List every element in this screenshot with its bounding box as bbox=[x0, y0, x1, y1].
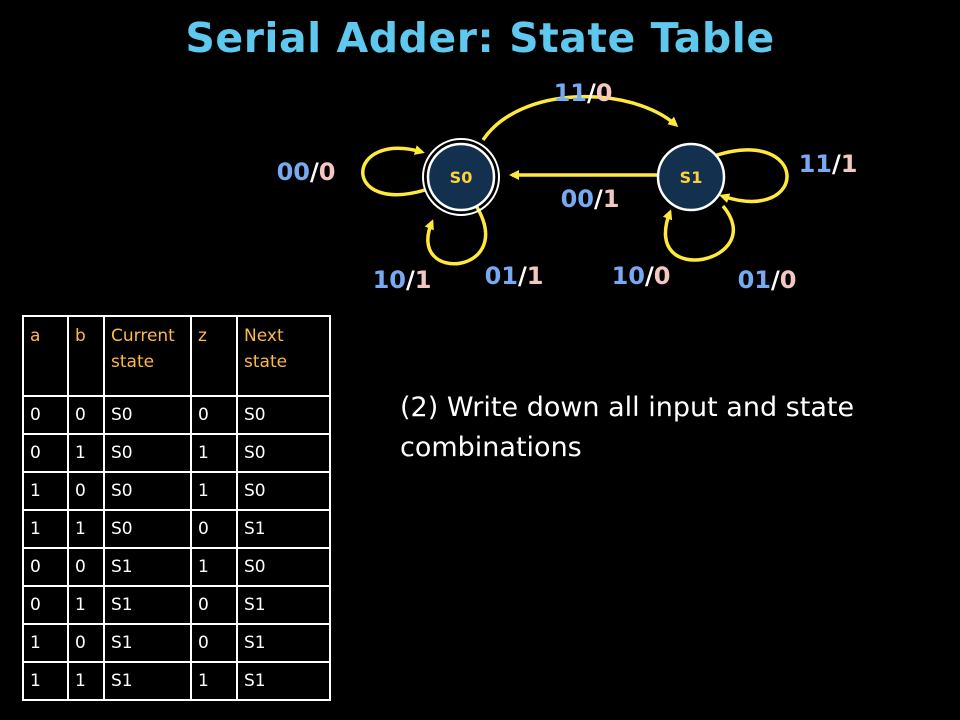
cell-z: 0 bbox=[190, 509, 238, 549]
cell-current-state: S0 bbox=[103, 471, 192, 511]
cell-a: 0 bbox=[22, 547, 69, 587]
self-loop-arrow-s1-10-01 bbox=[662, 204, 736, 262]
header-a: a bbox=[22, 315, 69, 397]
cell-z: 1 bbox=[190, 661, 238, 701]
cell-next-state: S1 bbox=[236, 585, 331, 625]
transition-arrow-s0-to-s1 bbox=[481, 94, 679, 141]
cell-b: 0 bbox=[67, 547, 105, 587]
transition-label-s1-loop-11: 11/1 bbox=[799, 150, 858, 178]
slide-title: Serial Adder: State Table bbox=[185, 14, 775, 62]
header-b: b bbox=[67, 315, 105, 397]
self-loop-arrow-s1-11 bbox=[713, 148, 789, 203]
transition-label-s0-s1-11: 11/0 bbox=[554, 79, 613, 107]
cell-current-state: S1 bbox=[103, 585, 192, 625]
cell-current-state: S0 bbox=[103, 433, 192, 473]
cell-z: 0 bbox=[190, 623, 238, 663]
header-next-state: Next state bbox=[236, 315, 331, 397]
cell-current-state: S0 bbox=[103, 395, 192, 435]
cell-b: 0 bbox=[67, 623, 105, 663]
cell-a: 1 bbox=[22, 661, 69, 701]
transition-label-s0-loop-00: 00/0 bbox=[277, 158, 336, 186]
cell-b: 1 bbox=[67, 433, 105, 473]
cell-next-state: S0 bbox=[236, 547, 331, 587]
transition-label-s0-loop-10: 10/1 bbox=[373, 266, 432, 294]
transition-label-s1-s0-00: 00/1 bbox=[561, 185, 620, 213]
transition-label-s1-loop-10: 10/0 bbox=[612, 262, 671, 290]
cell-next-state: S1 bbox=[236, 661, 331, 701]
cell-z: 1 bbox=[190, 547, 238, 587]
transition-label-s0-loop-01: 01/1 bbox=[485, 262, 544, 290]
cell-a: 0 bbox=[22, 395, 69, 435]
self-loop-arrow-s0-00 bbox=[361, 145, 426, 197]
cell-next-state: S1 bbox=[236, 623, 331, 663]
cell-a: 1 bbox=[22, 509, 69, 549]
table-header-row: a b Current state z Next state bbox=[22, 315, 331, 397]
cell-current-state: S1 bbox=[103, 661, 192, 701]
cell-b: 0 bbox=[67, 471, 105, 511]
cell-next-state: S0 bbox=[236, 433, 331, 473]
cell-next-state: S0 bbox=[236, 395, 331, 435]
instruction-text: (2) Write down all input and state combi… bbox=[400, 392, 855, 463]
state-diagram: S0 S1 11/0 00/1 00/0 10/1 01/1 11/1 10/0… bbox=[277, 79, 858, 294]
cell-current-state: S1 bbox=[103, 547, 192, 587]
cell-z: 1 bbox=[190, 433, 238, 473]
cell-a: 0 bbox=[22, 433, 69, 473]
transition-label-s1-loop-01: 01/0 bbox=[738, 266, 797, 294]
cell-a: 1 bbox=[22, 623, 69, 663]
state-label-s0: S0 bbox=[450, 168, 473, 187]
cell-current-state: S1 bbox=[103, 623, 192, 663]
cell-b: 0 bbox=[67, 395, 105, 435]
header-z: z bbox=[190, 315, 238, 397]
self-loop-arrow-s0-10-01 bbox=[424, 203, 488, 266]
state-node-s1: S1 bbox=[656, 142, 726, 212]
cell-z: 0 bbox=[190, 395, 238, 435]
cell-z: 1 bbox=[190, 471, 238, 511]
cell-next-state: S0 bbox=[236, 471, 331, 511]
cell-current-state: S0 bbox=[103, 509, 192, 549]
state-node-s0: S0 bbox=[422, 138, 500, 216]
cell-next-state: S1 bbox=[236, 509, 331, 549]
cell-b: 1 bbox=[67, 585, 105, 625]
cell-b: 1 bbox=[67, 509, 105, 549]
header-current-state: Current state bbox=[103, 315, 192, 397]
cell-a: 0 bbox=[22, 585, 69, 625]
cell-z: 0 bbox=[190, 585, 238, 625]
state-label-s1: S1 bbox=[680, 168, 703, 187]
cell-b: 1 bbox=[67, 661, 105, 701]
cell-a: 1 bbox=[22, 471, 69, 511]
